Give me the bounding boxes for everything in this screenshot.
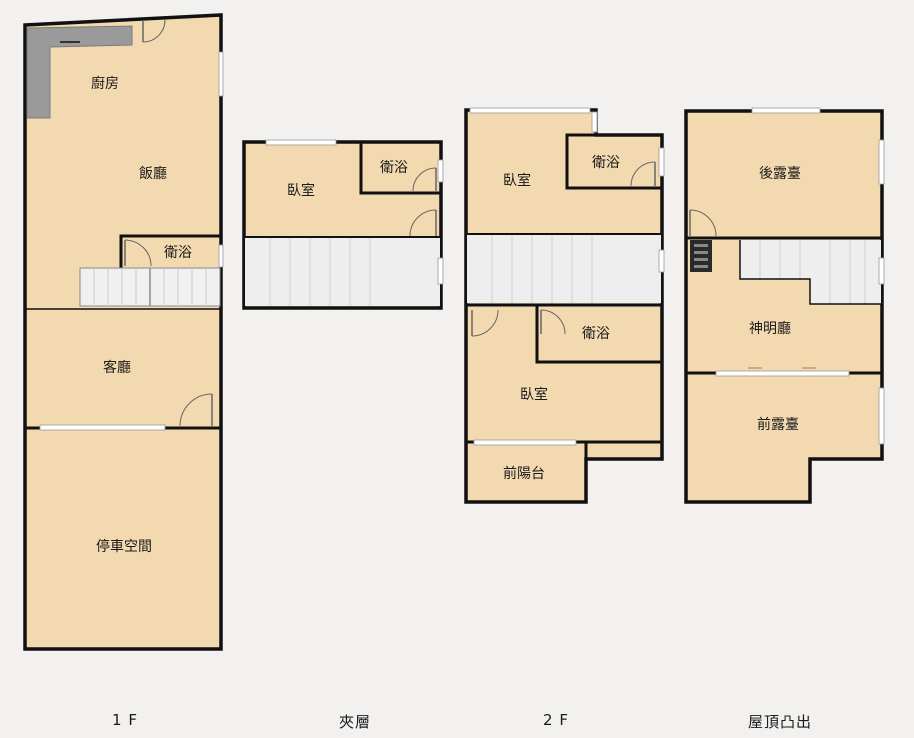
living-room-door[interactable] <box>179 393 213 427</box>
2f-lower-bathroom-door[interactable] <box>540 309 566 335</box>
roof-outline <box>684 109 884 504</box>
kitchen-counter <box>26 25 133 119</box>
2f-lower-bedroom-door[interactable] <box>471 309 499 337</box>
floor-label-1f: 1 F <box>112 711 138 729</box>
2f-upper-bathroom-door[interactable] <box>630 161 656 187</box>
kitchen-door[interactable] <box>142 19 166 43</box>
floor-1f-outline <box>23 13 223 651</box>
room-label-front-terrace: 前露臺 <box>757 416 799 433</box>
roof-staircase <box>739 240 881 305</box>
room-label-mezzanine-bathroom: 衛浴 <box>380 160 408 176</box>
roof-back-terrace-door[interactable] <box>689 209 717 237</box>
room-label-back-terrace: 後露臺 <box>759 166 801 182</box>
mezzanine-staircase <box>245 237 440 306</box>
floor-label-2f: 2 F <box>543 711 569 729</box>
roof-ladder-icon <box>690 240 712 272</box>
room-label-1f-bathroom: 衛浴 <box>164 245 192 261</box>
floor-label-mezzanine: 夾層 <box>338 713 372 731</box>
1f-bathroom-door[interactable] <box>124 239 152 267</box>
room-label-kitchen: 廚房 <box>91 75 119 92</box>
floor-mezzanine-plan: 臥室 衛浴 <box>242 139 444 310</box>
1f-staircase <box>79 267 221 307</box>
room-label-living: 客廳 <box>103 359 131 376</box>
room-label-2f-lower-bathroom: 衛浴 <box>582 326 610 342</box>
mezzanine-bathroom-door[interactable] <box>412 167 437 192</box>
room-label-mezzanine-bedroom: 臥室 <box>287 182 315 199</box>
floor-1f-plan: 廚房 飯廳 衛浴 客廳 停車空間 <box>23 13 224 651</box>
room-label-parking: 停車空間 <box>96 538 152 555</box>
room-label-shrine-hall: 神明廳 <box>749 320 791 337</box>
floor-2f-plan: 臥室 衛浴 衛浴 臥室 前陽台 <box>464 107 665 504</box>
mezzanine-bedroom-door[interactable] <box>409 209 437 237</box>
floor-label-roof: 屋頂凸出 <box>747 713 813 731</box>
room-label-dining: 飯廳 <box>139 165 167 182</box>
floor-roof-plan: 後露臺 神明廳 前露臺 <box>684 107 885 504</box>
room-label-2f-upper-bathroom: 衛浴 <box>592 155 620 171</box>
2f-staircase <box>467 235 661 303</box>
room-label-front-balcony: 前陽台 <box>503 465 545 482</box>
room-label-2f-lower-bedroom: 臥室 <box>520 386 548 403</box>
1f-bathroom-wall <box>119 234 221 268</box>
room-label-2f-upper-bedroom: 臥室 <box>503 172 531 189</box>
